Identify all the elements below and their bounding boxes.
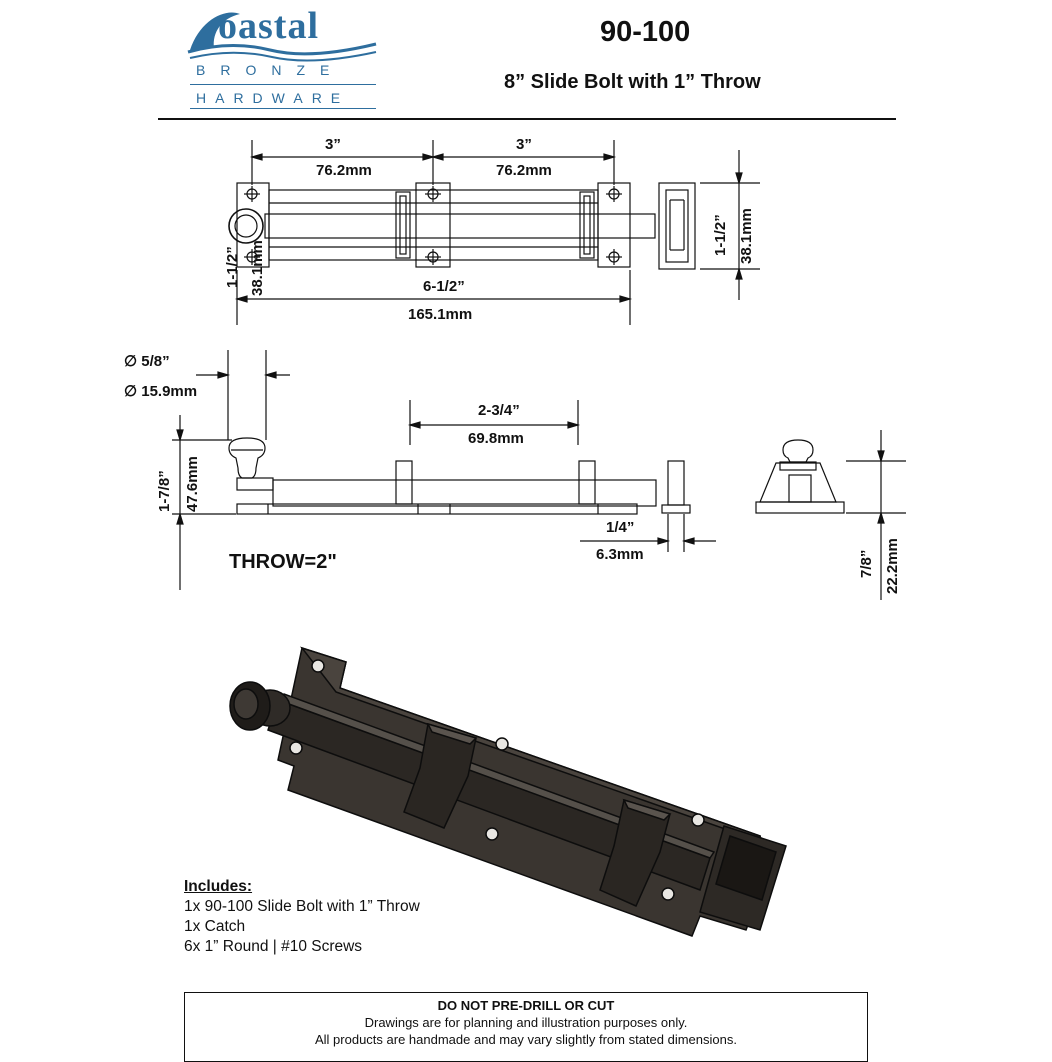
dim-guide-spacing-inches: 2-3/4” [478, 402, 520, 419]
disclaimer-line: All products are handmade and may vary s… [315, 1032, 737, 1047]
dim-knob-diameter-inches-value: 5/8” [141, 353, 170, 370]
bolt-3d-render-image [229, 646, 787, 937]
dim-right-inches: 3” [516, 136, 532, 153]
logo-wordmark: oastal [218, 5, 319, 47]
logo-line-bronze: BRONZE [196, 62, 345, 78]
side-view-drawing [172, 350, 906, 600]
dim-catch-height-mm: 38.1mm [738, 208, 755, 264]
dim-catch-height-inches: 1-1/2” [712, 214, 729, 256]
dim-left-mm: 76.2mm [316, 162, 372, 179]
logo-divider [190, 108, 376, 109]
header-divider [158, 118, 896, 120]
dim-end-height-inches: 7/8” [858, 549, 875, 578]
list-item: 1x Catch [184, 918, 246, 935]
dim-side-height-mm: 47.6mm [184, 456, 201, 512]
list-item: 1x 90-100 Slide Bolt with 1” Throw [184, 898, 420, 915]
dim-knob-diameter-inches: ∅ 5/8” [124, 353, 170, 370]
disclaimer-line: Drawings are for planning and illustrati… [364, 1015, 688, 1030]
top-view-drawing [228, 140, 760, 325]
dim-knob-diameter-mm-value: 15.9mm [141, 383, 198, 400]
throw-label: THROW=2" [229, 551, 337, 573]
list-item: 6x 1” Round | #10 Screws [184, 938, 363, 955]
dim-height-mm: 38.1mm [249, 240, 266, 296]
dim-catch-thickness-mm: 6.3mm [596, 546, 644, 563]
dim-guide-spacing-mm: 69.8mm [468, 430, 524, 447]
dim-knob-diameter-mm: ∅ 15.9mm [124, 383, 198, 400]
includes-heading: Includes: [184, 878, 253, 895]
dim-side-height-inches: 1-7/8” [156, 470, 173, 512]
dim-left-inches: 3” [325, 136, 341, 153]
model-number: 90-100 [600, 16, 691, 48]
dim-end-height-mm: 22.2mm [884, 538, 901, 594]
dim-length-mm: 165.1mm [408, 306, 473, 323]
dim-catch-thickness-inches: 1/4” [606, 519, 635, 536]
logo-divider [190, 84, 376, 85]
product-title: 8” Slide Bolt with 1” Throw [504, 71, 761, 93]
logo-wave-icon [187, 12, 377, 62]
dim-length-inches: 6-1/2” [423, 278, 465, 295]
disclaimer-heading: DO NOT PRE-DRILL OR CUT [437, 998, 615, 1013]
dim-right-mm: 76.2mm [496, 162, 552, 179]
includes-list: Includes: 1x 90-100 Slide Bolt with 1” T… [184, 877, 420, 957]
logo-line-hardware: HARDWARE [196, 90, 350, 106]
dim-height-inches: 1-1/2” [224, 246, 241, 288]
